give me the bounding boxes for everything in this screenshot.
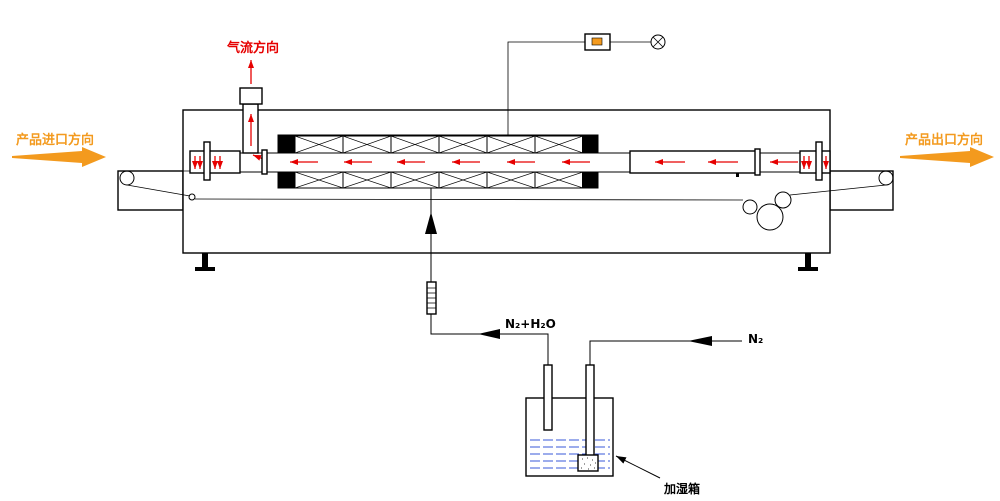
lower-heating-element xyxy=(277,171,599,189)
upper-heating-element xyxy=(277,134,599,154)
airflow-direction-label: 气流方向 xyxy=(227,40,279,56)
nitrogen-arrow xyxy=(688,336,712,346)
tube-support xyxy=(736,173,739,177)
gas-inlet-arrow xyxy=(425,212,437,234)
mixed-gas-label: N₂+H₂O xyxy=(505,317,556,331)
right-flange xyxy=(815,141,823,181)
inlet-direction-arrow xyxy=(12,147,106,167)
controller-display xyxy=(591,37,603,46)
exhaust-cap xyxy=(239,87,263,105)
product-inlet-direction: 产品进口方向 xyxy=(12,132,106,167)
thermocouple-wire xyxy=(507,41,585,135)
indicator-lamp-cross xyxy=(652,36,664,48)
bubbler-stone xyxy=(577,454,599,472)
left-foot xyxy=(195,253,215,271)
left-flange xyxy=(203,141,211,181)
belt-idler xyxy=(188,193,196,201)
belt-return-left xyxy=(126,184,191,197)
drive-roller-small-right xyxy=(774,191,792,209)
outlet-direction-arrow xyxy=(900,147,994,167)
nitrogen-line xyxy=(589,340,742,365)
outlet-dip-tube xyxy=(543,364,553,431)
humidifier-pointer xyxy=(615,455,661,479)
left-conveyor-frame xyxy=(117,170,184,211)
humidifier-label: 加湿箱 xyxy=(663,481,700,496)
product-outlet-label: 产品出口方向 xyxy=(905,132,983,148)
inner-flange-left xyxy=(261,149,268,175)
flowmeter xyxy=(426,281,437,315)
indicator-lamp-icon xyxy=(650,34,666,50)
nitrogen-label: N₂ xyxy=(748,332,763,346)
humidifier-tank xyxy=(525,364,614,477)
drive-roller-small-left xyxy=(742,199,758,215)
temperature-control xyxy=(507,33,666,135)
inner-flange-right xyxy=(754,148,761,176)
right-foot xyxy=(798,253,818,271)
product-inlet-label: 产品进口方向 xyxy=(16,132,94,148)
tank-body xyxy=(525,397,614,477)
right-conveyor-frame xyxy=(829,170,894,211)
belt-return-right xyxy=(789,184,887,196)
belt-return xyxy=(194,198,744,201)
inlet-dip-tube xyxy=(585,364,595,458)
product-outlet-direction: 产品出口方向 xyxy=(900,132,994,167)
drive-roller-large xyxy=(756,203,784,231)
mixed-gas-arrow xyxy=(478,329,500,339)
